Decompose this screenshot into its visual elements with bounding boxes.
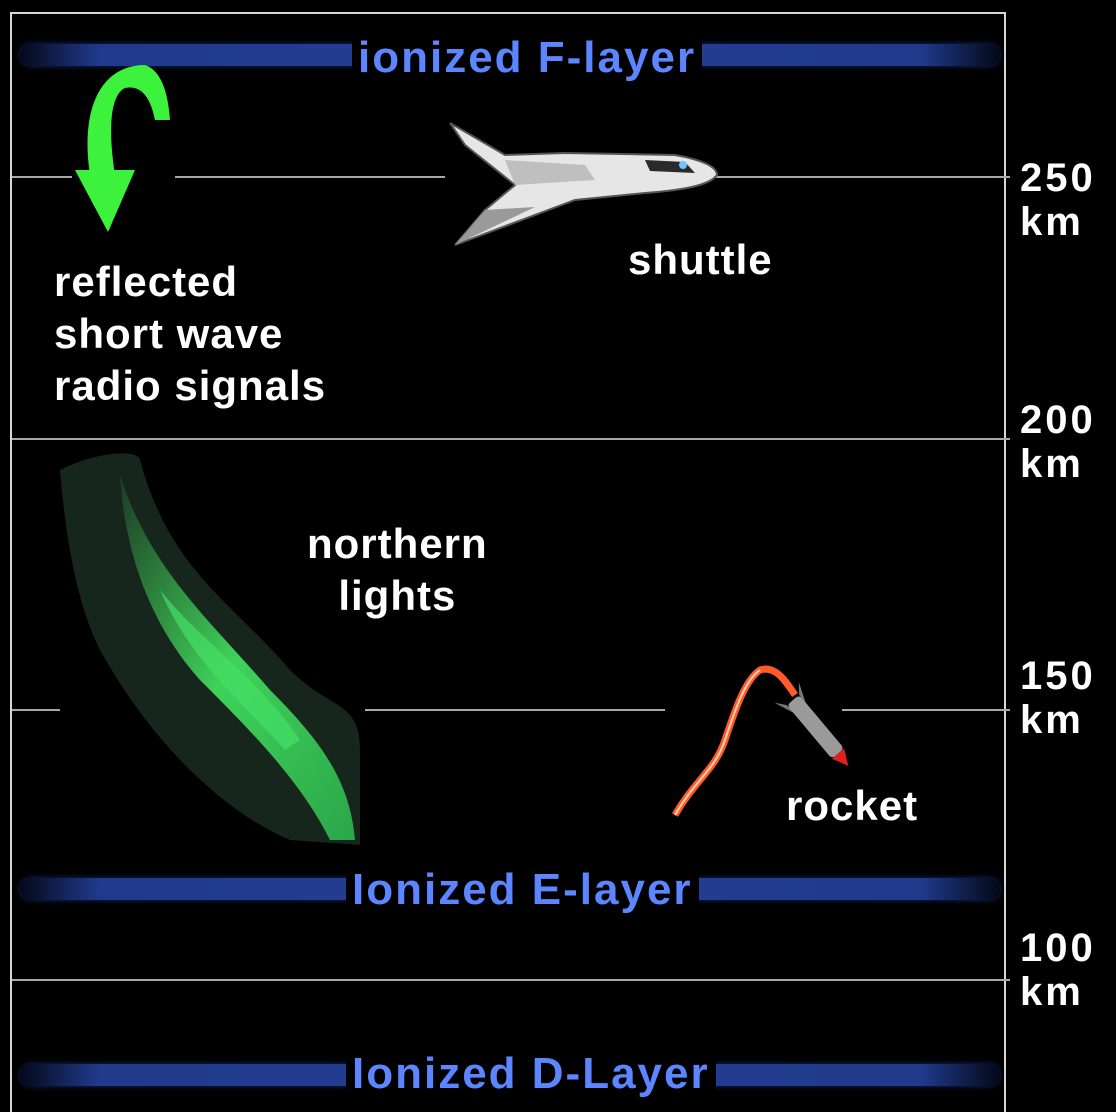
gridline-150 [12,709,60,711]
gridline-150 [365,709,665,711]
diagram-frame [10,12,1006,1112]
aurora-icon [60,453,360,845]
gridline-200 [12,438,1010,440]
space-shuttle-icon [449,122,719,246]
e-layer-label: Ionized E-layer [346,868,699,912]
green-curved-arrow-icon [75,65,170,232]
f-layer-label: ionized F-layer [352,36,703,80]
gridline-250 [715,176,1010,178]
gridline-100 [12,979,1010,981]
shuttle-caption: shuttle [628,236,773,283]
gridline-150 [842,709,1010,711]
northern-lights-caption: northern lights [307,520,488,619]
rocket-caption: rocket [786,782,919,829]
gridline-250 [12,176,72,178]
d-layer-label: Ionized D-Layer [346,1052,716,1096]
gridline-250 [175,176,445,178]
rocket-icon [671,665,849,817]
radio-signals-caption: reflected short wave radio signals [54,258,327,409]
